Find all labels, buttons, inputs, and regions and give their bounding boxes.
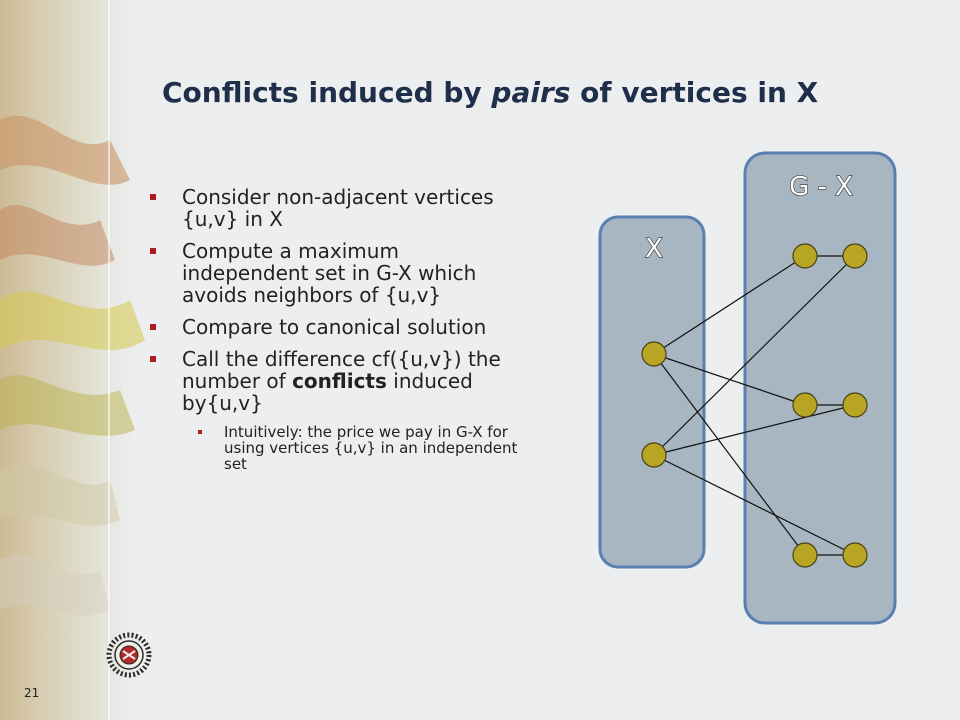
- title-text-after: of vertices in X: [570, 76, 819, 109]
- graph-edge: [653, 353, 806, 556]
- bullet-item: Compare to canonical solution: [148, 316, 528, 338]
- bullet-item: Compute a maximum independent set in G-X…: [148, 240, 528, 306]
- graph-edge: [653, 255, 856, 456]
- graph-edge: [653, 454, 856, 556]
- slide-title: Conflicts induced by pairs of vertices i…: [162, 76, 942, 109]
- set-g-minus-x-label: G - X: [789, 172, 853, 202]
- graph-node: [842, 243, 868, 269]
- page-number: 21: [24, 686, 40, 700]
- title-text-before: Conflicts induced by: [162, 76, 492, 109]
- title-text-emphasis: pairs: [491, 76, 571, 109]
- decorative-side-pattern: [0, 0, 150, 720]
- sub-bullet-item: Intuitively: the price we pay in G-X for…: [148, 424, 528, 472]
- bullet-text: induced by{u,v}: [182, 369, 473, 415]
- bipartite-graph-diagram: X G - X: [598, 151, 897, 625]
- graph-edge: [653, 255, 806, 355]
- graph-node: [792, 392, 818, 418]
- graph-edge: [653, 404, 856, 456]
- graph-node: [792, 243, 818, 269]
- set-x-label: X: [645, 234, 663, 264]
- graph-nodes: [641, 243, 868, 568]
- bullet-item: Call the difference cf({u,v}) the number…: [148, 348, 528, 414]
- bullet-list: Consider non-adjacent vertices {u,v} in …: [148, 186, 528, 472]
- university-seal-logo: [106, 632, 152, 678]
- graph-node: [641, 442, 667, 468]
- graph-node: [792, 542, 818, 568]
- bullet-item: Consider non-adjacent vertices {u,v} in …: [148, 186, 528, 230]
- graph-node: [842, 392, 868, 418]
- bullet-bold-term: conflicts: [292, 369, 387, 393]
- set-g-minus-x-box: [743, 151, 897, 625]
- set-x-box: [598, 215, 706, 569]
- graph-node: [842, 542, 868, 568]
- bullet-text: Call the difference cf({u,v}) the number…: [182, 347, 501, 393]
- graph-node: [641, 341, 667, 367]
